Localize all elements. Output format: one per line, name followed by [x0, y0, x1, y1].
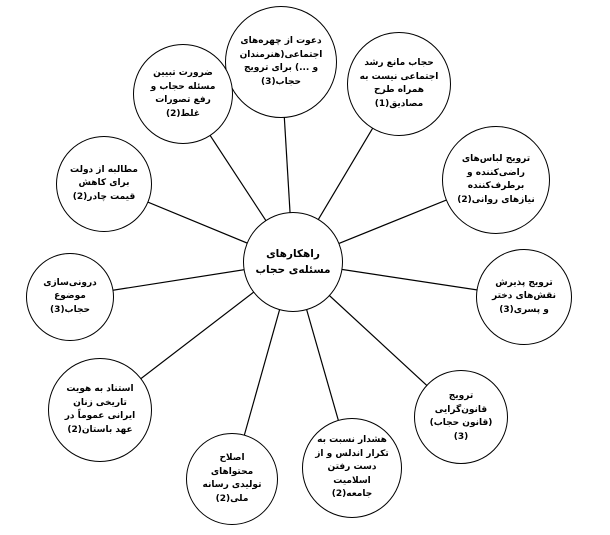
- diagram-node-hijab-not-barrier-growth: حجاب مانع رشد اجتماعی نیست به همراه طرح …: [347, 32, 451, 136]
- diagram-node-clarify-misconceptions: ضرورت تبیین مسئله حجاب و رفع تصورات غلط(…: [133, 44, 233, 144]
- diagram-node-andalusia-warning: هشدار نسبت به تکرار اندلس و از دست رفتن …: [302, 418, 402, 518]
- center-node-hijab-solutions: راهکارهای مسئله‌ی حجاب: [243, 212, 343, 312]
- diagram-node-promote-satisfying-clothing: ترویج لباس‌های راضی‌کننده و برطرف‌کننده …: [442, 126, 550, 234]
- diagram-node-promote-gender-roles: ترویج پذیرش نقش‌های دختر و پسری(3): [476, 249, 572, 345]
- diagram-node-historical-identity-of-women: استناد به هویت تاریخی زنان ایرانی عموماً…: [48, 358, 152, 462]
- diagram-node-promote-law-abidance: ترویج قانون‌گرایی (قانون حجاب)(3): [414, 370, 508, 464]
- diagram-node-reform-national-media: اصلاح محتواهای تولیدی رسانه ملی(2): [186, 433, 278, 525]
- diagram-node-demand-lower-chador-price: مطالبه از دولت برای کاهش قیمت چادر(2): [56, 136, 152, 232]
- diagram-node-invite-public-figures: دعوت از چهره‌های اجتماعی(هنرمندان و ...)…: [225, 6, 337, 118]
- diagram-node-internalize-hijab: درونی‌سازی موضوع حجاب(3): [26, 253, 114, 341]
